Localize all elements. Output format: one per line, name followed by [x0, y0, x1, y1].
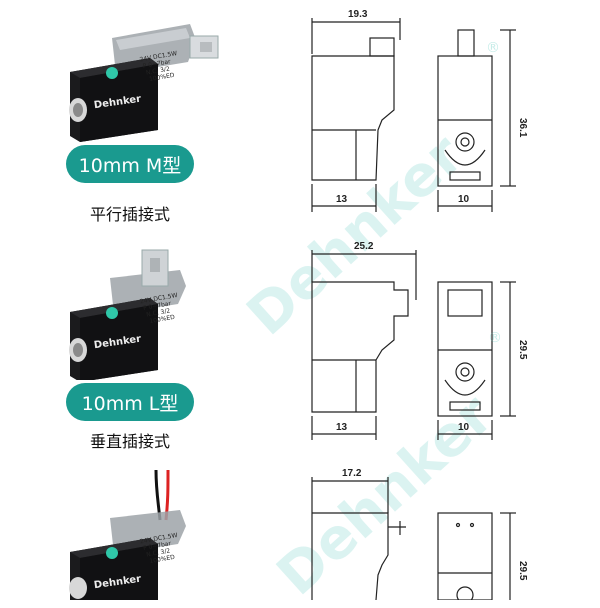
- dim-side: 10: [458, 194, 470, 205]
- registered-mark: ®: [488, 330, 502, 346]
- dim-height: 29.5: [517, 340, 528, 360]
- dim-height: 36.1: [517, 118, 528, 138]
- technical-drawing-m: 19.3 13 10 36.1 ®: [311, 9, 528, 212]
- label-line-4: 100%ED: [149, 72, 176, 83]
- product-photo-m-type: 24V DC1.5W P 0~7bar N.C. 3/2 100%ED Dehn…: [69, 24, 219, 142]
- label-line-2: P 0~7bar: [142, 58, 171, 70]
- type-badge-l: 10mm L型: [66, 383, 194, 421]
- dim-base: 13: [336, 194, 348, 205]
- label-line-3: N.C. 3/2: [145, 65, 170, 76]
- registered-mark: ®: [486, 40, 500, 56]
- label-line-3: N.C. 3/2: [146, 547, 171, 558]
- dim-width: 17.2: [342, 468, 362, 479]
- dim-width: 25.2: [354, 241, 374, 252]
- label-line-3: N.C. 3/2: [146, 307, 171, 318]
- dim-base: 13: [336, 422, 348, 433]
- label-line-4: 100%ED: [149, 314, 176, 325]
- mount-desc-l: 垂直插接式: [89, 432, 170, 451]
- mount-desc-m: 平行插接式: [89, 205, 170, 224]
- technical-drawing-wire: 17.2 29.5: [311, 468, 528, 600]
- dim-height: 29.5: [517, 561, 528, 581]
- label-line-4: 100%ED: [149, 554, 176, 565]
- dim-width: 19.3: [348, 9, 368, 20]
- label-line-2: P 0~7bar: [143, 300, 172, 312]
- product-photo-l-type: 24V DC1.5W P 0~7bar N.C. 3/2 100%ED Dehn…: [69, 249, 186, 380]
- dim-side: 10: [458, 422, 470, 433]
- type-badge-m: 10mm M型: [66, 145, 194, 183]
- technical-drawing-l: 25.2 13 10 29.5 ®: [311, 241, 528, 440]
- label-line-2: P 0~7bar: [143, 540, 172, 552]
- product-photo-wire-type: 24V DC1.5W P 0~7bar N.C. 3/2 100%ED Dehn…: [69, 470, 186, 600]
